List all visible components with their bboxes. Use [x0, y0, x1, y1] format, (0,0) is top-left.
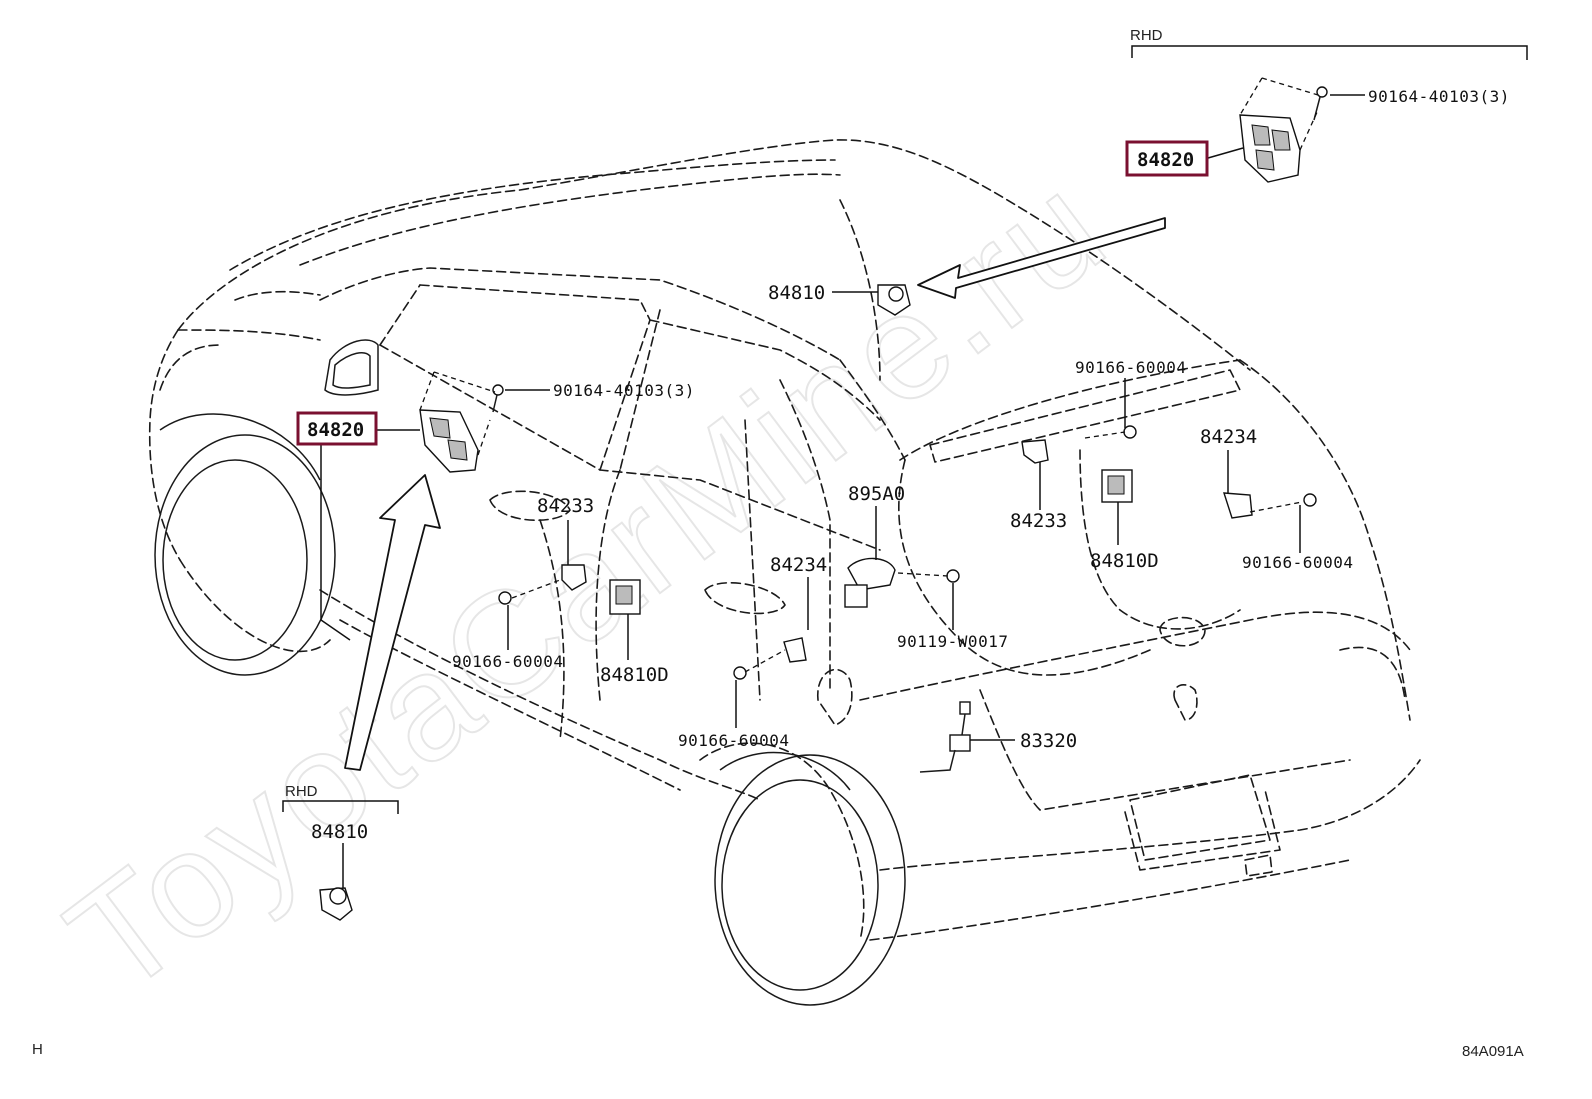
- diagram-id: 84A091A: [1462, 1043, 1524, 1060]
- rear-wheel: [714, 751, 906, 1006]
- part-number-84233-right[interactable]: 84233: [1010, 510, 1067, 532]
- part-number-84810-bottom[interactable]: 84810: [311, 821, 368, 843]
- door-lock-switch-icon-mid: [783, 637, 807, 663]
- highlight-box-84820-rhd: [1125, 140, 1209, 177]
- switch-block-icon-left: [609, 579, 641, 615]
- part-number-90166-left[interactable]: 90166-60004: [452, 652, 563, 671]
- part-number-84820[interactable]: 84820: [307, 419, 364, 441]
- car-body-outline: [148, 139, 1421, 941]
- window-switch-icon-rhd: [1239, 114, 1301, 183]
- part-number-84233-left[interactable]: 84233: [537, 495, 594, 517]
- rhd-label-bottom[interactable]: RHD: [285, 783, 318, 800]
- part-number-84810-top[interactable]: 84810: [768, 282, 825, 304]
- courtesy-switch-icon-top: [877, 284, 911, 316]
- screw-icon: [492, 384, 504, 413]
- side-mirror: [324, 339, 379, 396]
- screw-icon-upper: [1123, 425, 1137, 439]
- screw-icon-left: [498, 591, 512, 605]
- door-switch-icon-left: [561, 564, 587, 591]
- rhd-label-top[interactable]: RHD: [1130, 27, 1163, 44]
- screw-icon-bottom: [733, 666, 747, 680]
- part-number-84810D-right[interactable]: 84810D: [1090, 550, 1159, 572]
- window-switch-icon: [419, 409, 479, 473]
- part-number-90166-bottom[interactable]: 90166-60004: [678, 731, 789, 750]
- sensor-icon: [844, 557, 896, 608]
- part-number-90164[interactable]: 90164-40103(3): [553, 381, 695, 400]
- part-number-90164-rhd[interactable]: 90164-40103(3): [1368, 87, 1510, 106]
- part-number-90166-right[interactable]: 90166-60004: [1242, 553, 1353, 572]
- part-number-84820-rhd[interactable]: 84820: [1137, 149, 1194, 171]
- sender-icon: [919, 701, 971, 773]
- bolt-icon: [946, 569, 960, 583]
- part-number-84234-right[interactable]: 84234: [1200, 426, 1257, 448]
- part-number-83320[interactable]: 83320: [1020, 730, 1077, 752]
- highlight-box-84820: [296, 411, 378, 446]
- door-lock-switch-icon-right: [1223, 492, 1253, 519]
- footer-code: H: [32, 1041, 43, 1058]
- part-number-84810D-left[interactable]: 84810D: [600, 664, 669, 686]
- part-number-895A0[interactable]: 895A0: [848, 483, 905, 505]
- screw-icon-right: [1303, 493, 1317, 507]
- door-switch-icon-right: [1021, 439, 1049, 464]
- courtesy-switch-icon-bottom: [319, 887, 353, 921]
- watermark-text: ToyotaCarMine.ru: [38, 140, 1136, 1025]
- front-wheel: [154, 413, 336, 676]
- watermark: ToyotaCarMine.ru: [37, 139, 1137, 1026]
- switch-block-icon-right: [1101, 469, 1133, 503]
- pointer-arrow-left: [344, 474, 441, 771]
- part-number-90119[interactable]: 90119-W0017: [897, 632, 1008, 651]
- part-number-84234-mid[interactable]: 84234: [770, 554, 827, 576]
- leader-lines: [282, 45, 1528, 888]
- pointer-arrow-right: [917, 217, 1166, 299]
- part-number-90166-upper[interactable]: 90166-60004: [1075, 358, 1186, 377]
